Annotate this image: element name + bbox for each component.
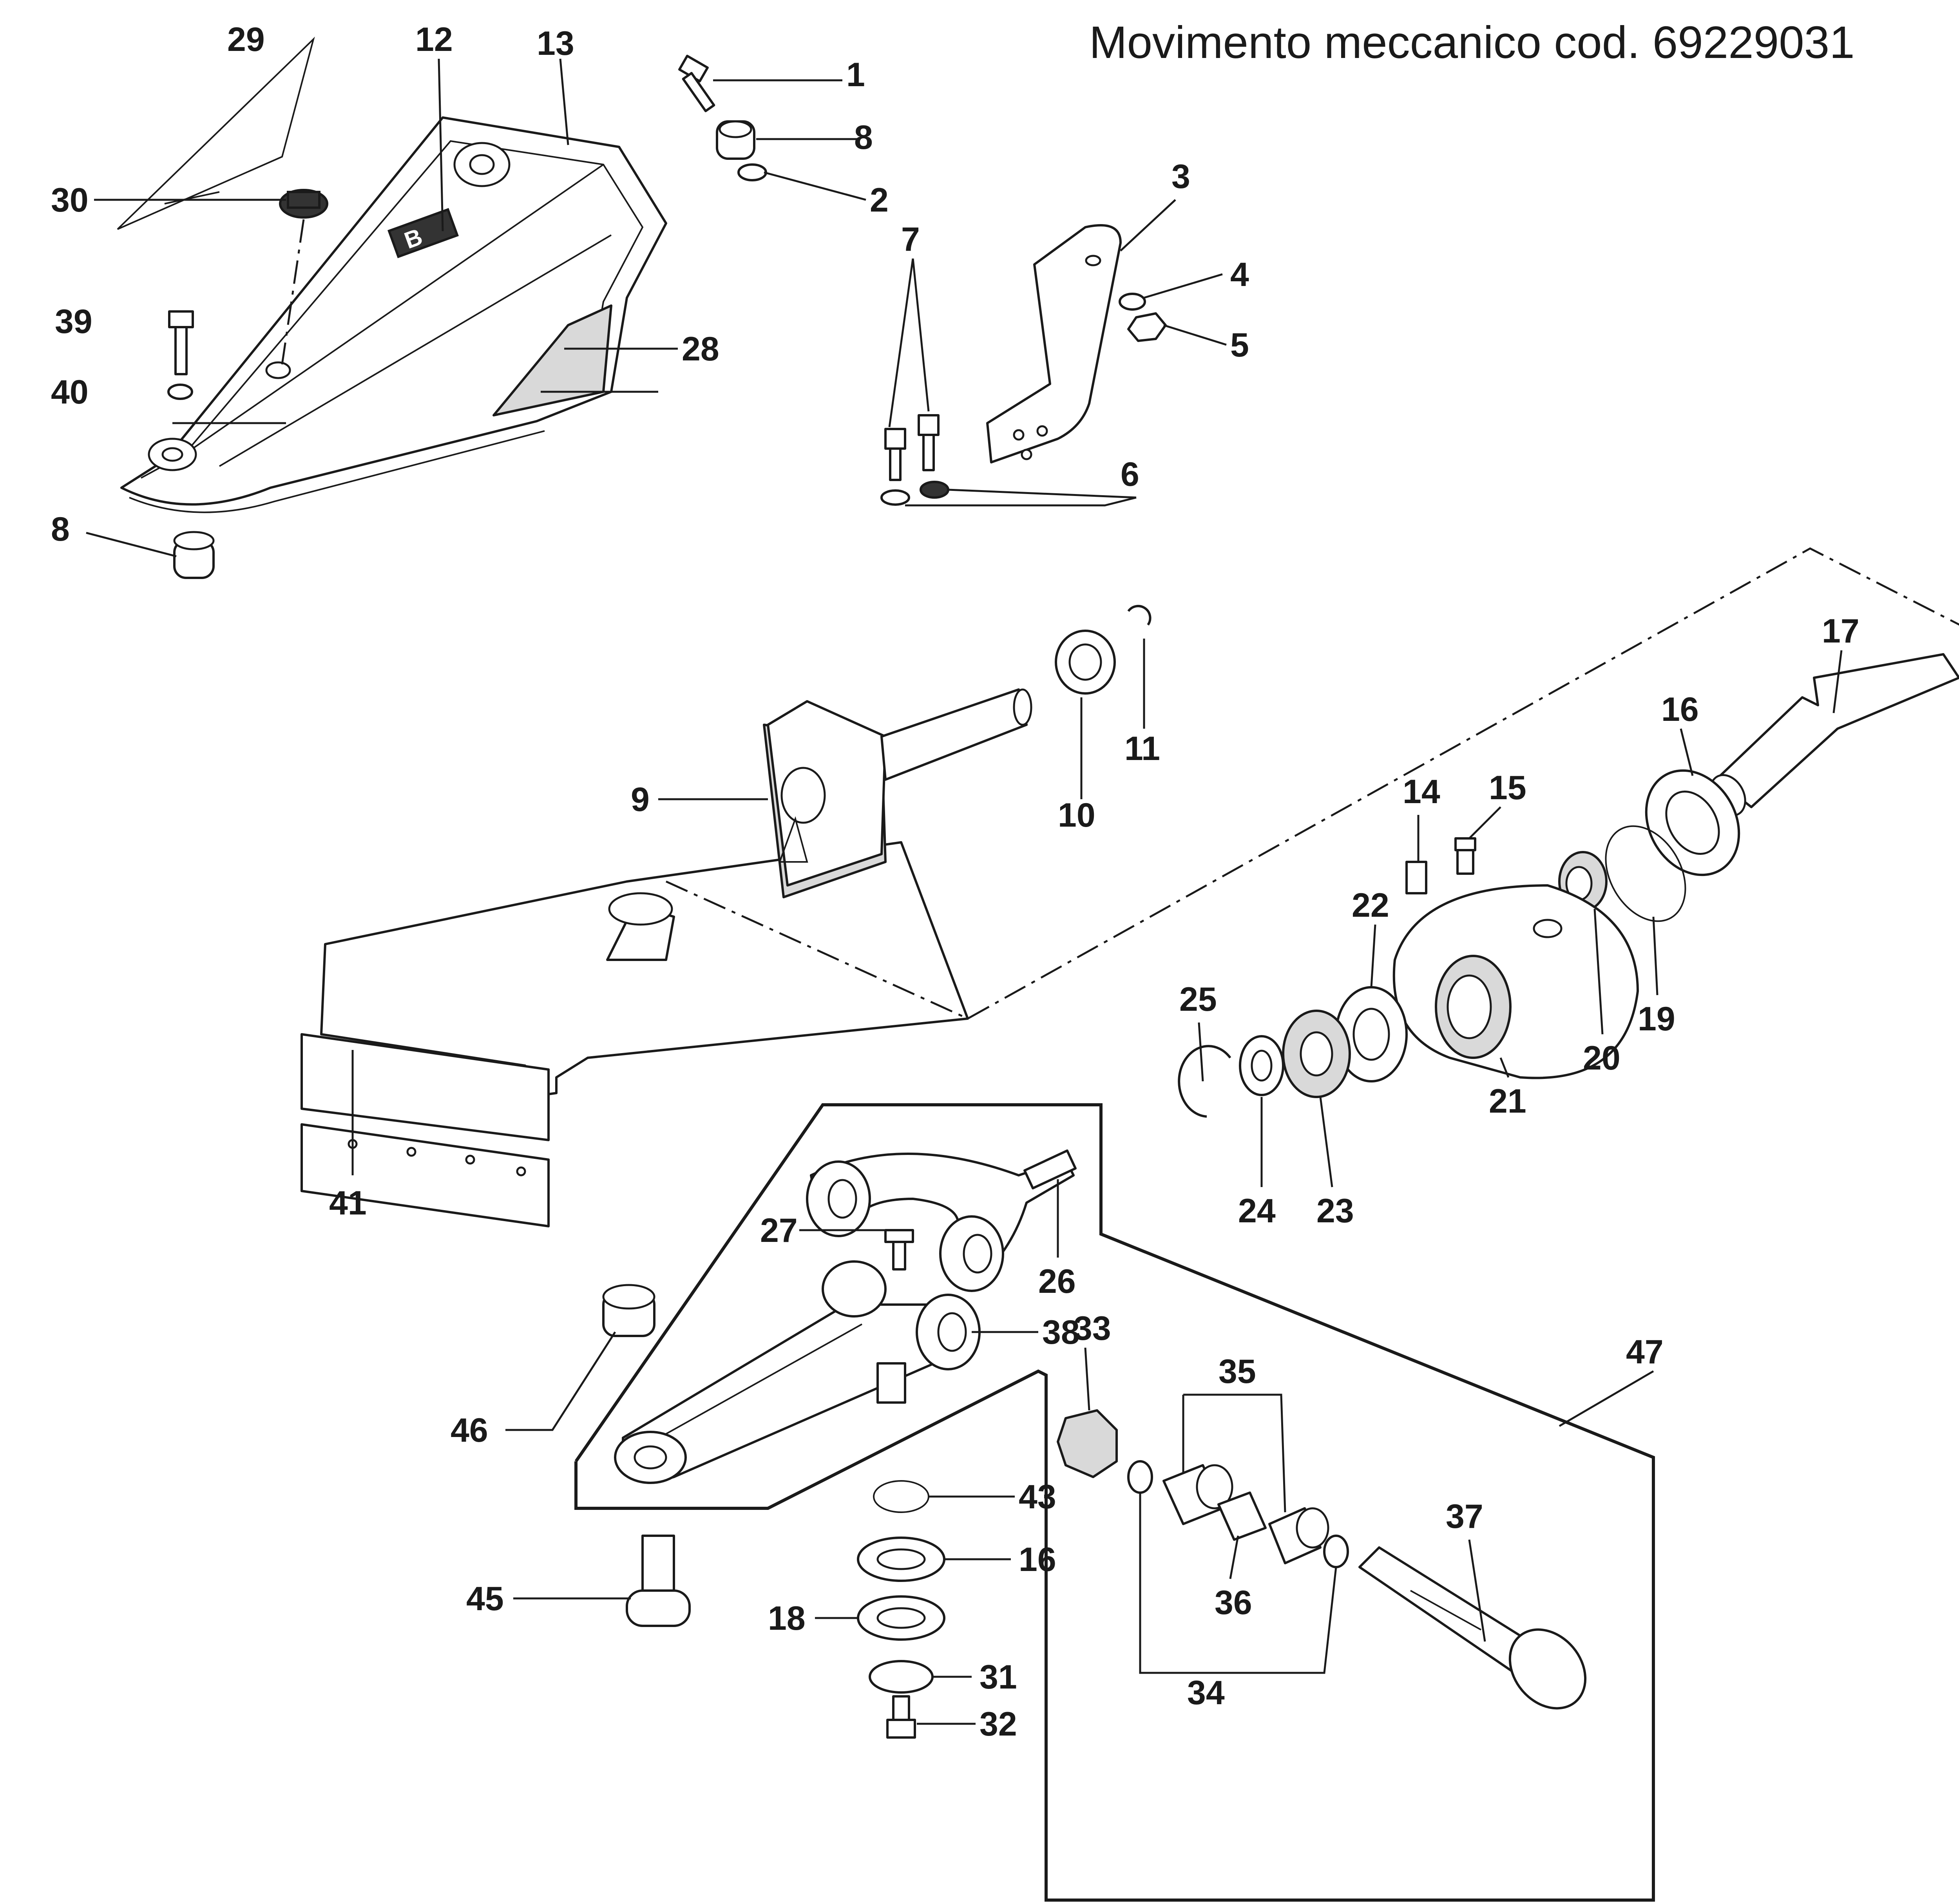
spacer-36: [1217, 1491, 1267, 1541]
callout-30: 30: [51, 181, 89, 219]
o-ring-43: [873, 1480, 929, 1513]
callout-31: 31: [980, 1658, 1017, 1696]
cover-housing: B: [120, 116, 667, 513]
callout-33: 33: [1074, 1310, 1111, 1347]
grease-nipple-15: [1454, 837, 1476, 875]
callout-39: 39: [55, 303, 92, 340]
callout-38: 38: [1042, 1314, 1080, 1351]
callout-26: 26: [1038, 1263, 1076, 1300]
nut-33: [1057, 1409, 1118, 1478]
rubber-mount-top: [716, 120, 755, 160]
bolt-1: [678, 54, 715, 112]
spacer-24: [1239, 1035, 1284, 1096]
callout-32: 32: [980, 1705, 1017, 1743]
callout-35: 35: [1218, 1353, 1256, 1390]
bearing-16-bottom: [857, 1537, 945, 1582]
callout-18: 18: [768, 1600, 806, 1637]
diagram-title: Movimento meccanico cod. 69229031: [1089, 17, 1855, 68]
callout-16-bottom: 16: [1019, 1541, 1056, 1578]
lever-arm-38: [614, 1260, 981, 1484]
callout-10: 10: [1058, 796, 1095, 834]
washers-6: [880, 481, 949, 506]
bolts-7: [884, 414, 940, 481]
callout-12: 12: [415, 21, 453, 58]
gearbox-housing-21: [1392, 884, 1639, 1079]
leader-lines: [86, 58, 1843, 1725]
callout-8-top: 8: [854, 119, 873, 156]
kit-outline-47: [574, 1103, 1655, 1902]
callout-27: 27: [760, 1212, 798, 1249]
callout-25: 25: [1179, 981, 1217, 1018]
rubber-mount-bottom: [173, 531, 215, 579]
washer-4: [1119, 293, 1146, 311]
frame-plate: [301, 1123, 550, 1227]
callout-43: 43: [1019, 1478, 1056, 1516]
bearing-22: [1335, 986, 1408, 1082]
callout-29: 29: [227, 21, 265, 58]
bracket: [986, 224, 1122, 463]
callout-46: 46: [451, 1412, 488, 1449]
nut-46: [602, 1284, 655, 1337]
bolt-39: [168, 310, 194, 375]
callout-3: 3: [1171, 158, 1190, 195]
circlip-19: [1605, 825, 1686, 922]
callout-1: 1: [846, 56, 865, 94]
bearing-16-top: [1645, 769, 1740, 876]
callout-23: 23: [1316, 1192, 1354, 1230]
callout-6: 6: [1121, 456, 1139, 493]
callout-20: 20: [1583, 1039, 1620, 1077]
decal-sticker: [117, 36, 315, 230]
pin-37: [1358, 1546, 1587, 1710]
callout-4: 4: [1230, 256, 1249, 293]
callout-40: 40: [51, 373, 89, 411]
callout-2: 2: [870, 181, 889, 219]
callout-41: 41: [329, 1184, 367, 1222]
callout-17: 17: [1822, 612, 1859, 650]
screw-45: [626, 1535, 691, 1627]
callout-19: 19: [1638, 1000, 1675, 1038]
callout-11: 11: [1124, 730, 1160, 767]
callout-28: 28: [682, 330, 719, 368]
bearing-10: [1055, 630, 1116, 695]
callout-34: 34: [1187, 1674, 1225, 1712]
callout-22: 22: [1352, 887, 1389, 924]
callout-9: 9: [631, 781, 650, 818]
fork-26: [806, 1149, 1077, 1292]
cover-logo: B: [387, 208, 459, 259]
callout-14: 14: [1403, 773, 1440, 811]
callout-13: 13: [537, 25, 574, 62]
circlip-25: [1178, 1045, 1231, 1118]
washer-2: [737, 163, 767, 181]
grease-nipple-27: [884, 1229, 914, 1271]
main-frame: [301, 688, 1032, 1141]
callout-24: 24: [1238, 1192, 1276, 1230]
callout-21: 21: [1489, 1082, 1526, 1120]
callout-7: 7: [901, 221, 920, 258]
bolt-32: [886, 1695, 916, 1739]
nut-5: [1127, 312, 1167, 342]
washer-31: [869, 1660, 934, 1694]
callout-45: 45: [466, 1580, 504, 1618]
seal-23: [1282, 1010, 1351, 1098]
rubber-cap: [279, 189, 328, 219]
callout-37: 37: [1446, 1498, 1483, 1535]
callout-labels: 1 2 3 4 5 6 7 8 8 9 10 11 12 13 14 15 16…: [51, 21, 1859, 1743]
washer-40: [167, 384, 193, 400]
bearing-18: [857, 1595, 945, 1641]
callout-47: 47: [1626, 1333, 1664, 1371]
set-screw-14: [1405, 861, 1427, 894]
callout-16-top: 16: [1661, 691, 1699, 728]
callout-36: 36: [1215, 1584, 1252, 1622]
callout-15: 15: [1489, 769, 1526, 807]
shaft-17: [1709, 653, 1959, 817]
callout-8-bottom: 8: [51, 510, 70, 548]
callout-5: 5: [1230, 326, 1249, 364]
circlip-11: [1127, 605, 1152, 626]
